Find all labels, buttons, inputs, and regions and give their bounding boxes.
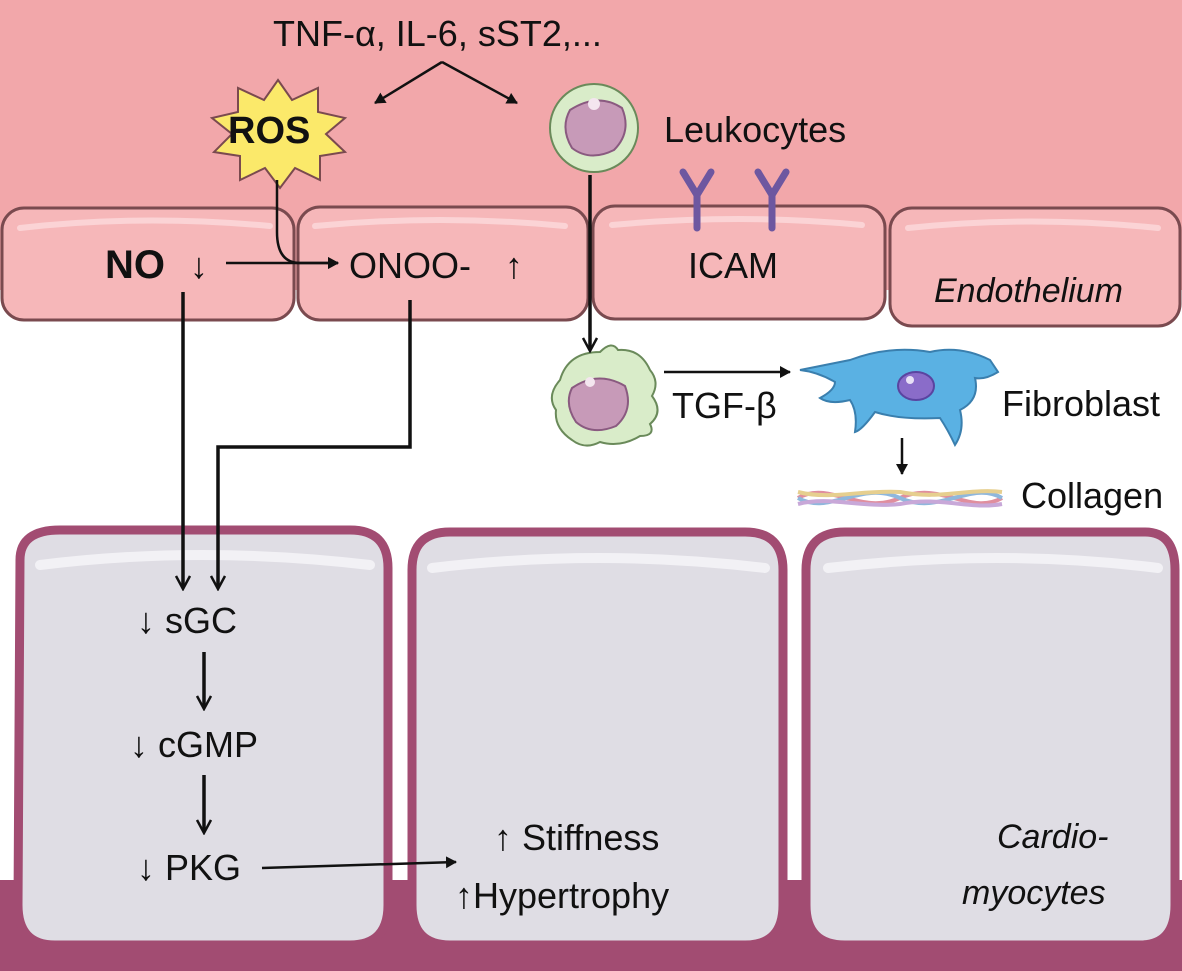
collagen-icon [797,489,1003,508]
icam-receptor-icon [679,168,790,232]
cardiomyocytes-label-line1: Cardio- [997,818,1109,856]
arrow-factors-to-leukocytes [441,60,518,105]
cardiomyocyte-2 [407,527,788,950]
onoo-increase-arrow: ↑ [505,245,523,286]
fibroblast-label: Fibroblast [1002,383,1161,424]
collagen-label: Collagen [1021,475,1164,516]
cardiomyocytes-label-line2: myocytes [962,874,1106,912]
arrow-factors-to-ros [374,60,443,105]
leukocyte-circulating-icon [549,83,639,173]
arrows [183,60,908,870]
stiffness-label: ↑ Stiffness [494,817,660,858]
leukocyte-tissue-icon [550,344,659,447]
endothelial-cell-3 [591,204,887,321]
arrow-onoo-to-sgc [218,300,412,588]
tgf-beta-label: TGF-β [672,385,777,426]
sgc-label: ↓ sGC [137,600,238,641]
cardiomyocyte-1 [13,525,393,950]
no-label: NO [105,243,165,287]
fibroblast-icon [799,348,1000,448]
leukocytes-label: Leukocytes [664,109,847,150]
cardiomyocyte-3 [801,527,1180,950]
arrow-pkg-to-stiffness [261,856,457,870]
cgmp-label: ↓ cGMP [130,724,259,765]
endothelial-cell-4 [888,206,1182,328]
ros-burst-icon [209,78,348,190]
ros-label: ROS [228,110,311,152]
endothelium-layer [0,204,1182,328]
pkg-label: ↓ PKG [137,847,242,888]
icam-label: ICAM [688,245,778,286]
inflammatory-factors-label: TNF-α, IL-6, sST2,... [273,13,602,54]
endothelium-label: Endothelium [934,272,1124,310]
no-decrease-arrow: ↓ [190,245,208,286]
hypertrophy-label: ↑Hypertrophy [455,875,670,916]
onoo-label: ONOO- [349,245,471,286]
